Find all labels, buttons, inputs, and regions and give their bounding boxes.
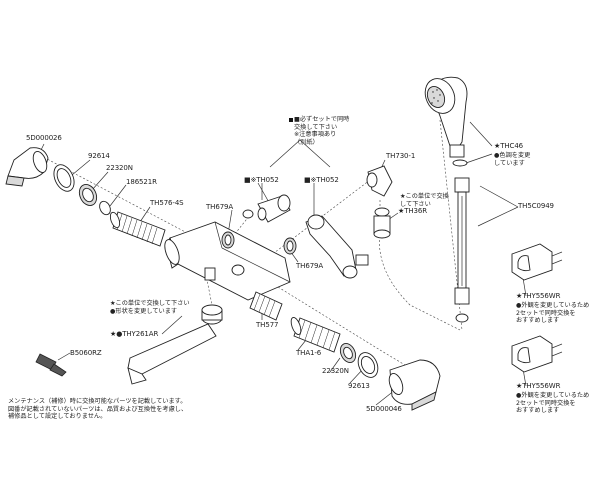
label-th052-left: ■※TH052 <box>244 176 279 184</box>
part-valve-th577 <box>249 291 283 321</box>
part-nut-th679a-upper <box>221 231 235 249</box>
label-92613: 92613 <box>348 382 370 390</box>
part-elbow-th730 <box>366 165 393 197</box>
label-5d000046: 5D000046 <box>366 405 402 413</box>
label-thy261ar-text: THY261AR <box>122 330 159 338</box>
part-adapter-th36r <box>373 207 391 239</box>
label-th36r-text: TH36R <box>404 207 427 215</box>
part-connector-th052-left <box>242 194 291 223</box>
part-spout-thy261ar <box>127 304 223 385</box>
label-th052-left-text: TH052 <box>256 176 279 184</box>
part-nut-22320n <box>78 184 98 206</box>
note-bullets <box>289 118 293 122</box>
note-hook-upper: ●外観を変更しているため 2セットで同時交換を おすすめします <box>516 302 590 325</box>
part-main-body <box>164 221 291 301</box>
part-nut-22320n-right <box>339 343 357 363</box>
part-handle-left <box>5 147 49 187</box>
label-th679a-lower: TH679A <box>296 262 324 270</box>
part-cartridge-th576 <box>109 211 166 247</box>
label-th052-right: ■※TH052 <box>304 176 339 184</box>
label-tha1-6: THA1-6 <box>296 349 322 357</box>
part-ring-92614 <box>53 164 75 192</box>
part-washer-186521r <box>99 200 111 216</box>
label-22320n-right: 22320N <box>322 367 349 375</box>
label-th052-right-text: TH052 <box>316 176 339 184</box>
label-5d000026: 5D000026 <box>26 134 62 142</box>
part-shower-head <box>424 76 468 158</box>
label-th679a-upper: TH679A <box>206 203 234 211</box>
part-cartridge-tha16 <box>290 316 341 353</box>
label-thy556wr-lower: ★THY556WR <box>516 382 561 390</box>
label-thy556wr-lower-text: THY556WR <box>522 382 561 390</box>
label-92614: 92614 <box>88 152 110 160</box>
label-186521r: 186521R <box>126 178 157 186</box>
label-b5060rz: B5060RZ <box>70 349 102 357</box>
part-key-b5060rz <box>35 353 67 377</box>
note-unit-replace-left: ★この単位で交換して下さい ●形状を変更しています <box>110 300 190 315</box>
label-th577: TH577 <box>256 321 279 329</box>
part-hook-upper <box>511 243 563 281</box>
part-shower-hose <box>454 177 470 323</box>
label-thy556wr-upper-text: THY556WR <box>522 292 561 300</box>
note-unit-replace-right: ★この単位で交換 して下さい <box>400 193 449 208</box>
label-thc46-text: THC46 <box>500 142 524 150</box>
part-nut-th679a-lower <box>283 237 297 255</box>
label-thc46: ★THC46 <box>494 142 524 150</box>
footer-note: メンテナンス（補修）時に交換可能なパーツを記載しています。 図番が記載されていな… <box>8 398 188 421</box>
label-th730-1: TH730-1 <box>386 152 416 160</box>
note-hook-lower: ●外観を変更しているため 2セットで同時交換を おすすめします <box>516 392 590 415</box>
label-thy261ar: ★●THY261AR <box>110 330 159 338</box>
note-color-changed: ●色調を変更 しています <box>494 152 531 167</box>
label-thy556wr-upper: ★THY556WR <box>516 292 561 300</box>
part-elbow-th052-right <box>305 214 369 279</box>
part-hook-lower <box>511 335 563 373</box>
part-handle-right <box>388 359 441 411</box>
label-22320n: 22320N <box>106 164 133 172</box>
label-th576-4s: TH576-4S <box>150 199 184 207</box>
label-th36r: ★TH36R <box>398 207 427 215</box>
part-ring-92613 <box>357 352 379 378</box>
label-th5c0949: TH5C0949 <box>518 202 554 210</box>
note-set-replace: ■必ずセットで同時 交換して下さい ※注意事項あり （別紙） <box>294 116 350 146</box>
part-washer-thc46 <box>452 159 468 167</box>
